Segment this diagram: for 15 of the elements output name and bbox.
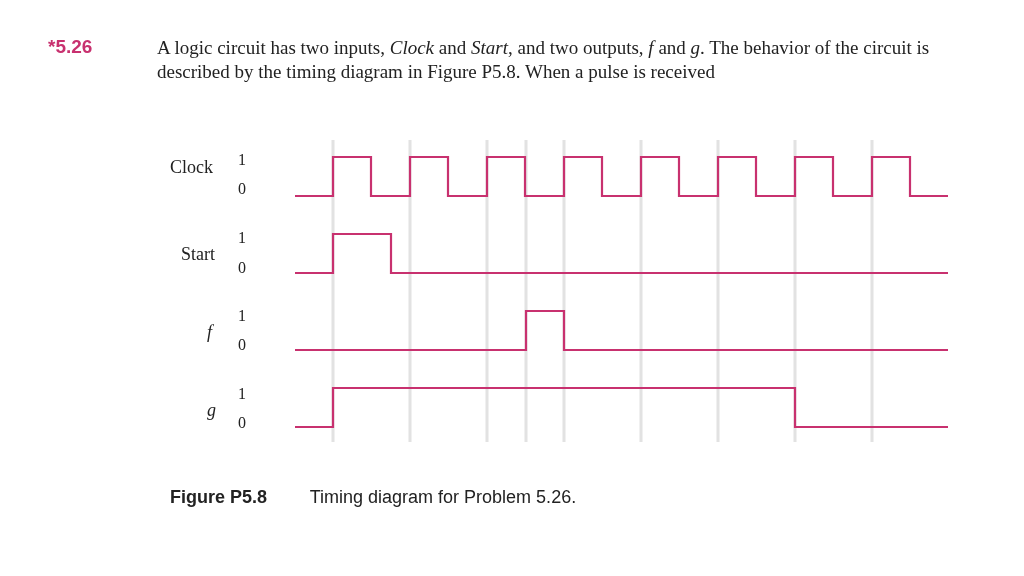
signal-name: Clock <box>170 157 213 178</box>
problem-number: *5.26 <box>48 36 93 58</box>
level-label: 0 <box>238 259 246 277</box>
level-label: 0 <box>238 180 246 198</box>
figure-caption: Figure P5.8 Timing diagram for Problem 5.26. <box>170 487 577 508</box>
level-label: 1 <box>238 307 246 325</box>
level-label: 1 <box>238 151 246 169</box>
level-label: 1 <box>238 385 246 403</box>
signal-name: f <box>207 322 212 343</box>
level-label: 1 <box>238 229 246 247</box>
signal-name: g <box>207 400 216 421</box>
level-label: 0 <box>238 414 246 432</box>
level-label: 0 <box>238 336 246 354</box>
problem-text: A logic circuit has two inputs, Clock and Start, and two outputs, f and g. The behavior of the circuit is described by the timing diagram in Figure P5.8. When a pulse is received <box>157 36 931 84</box>
signal-name: Start <box>181 244 215 265</box>
